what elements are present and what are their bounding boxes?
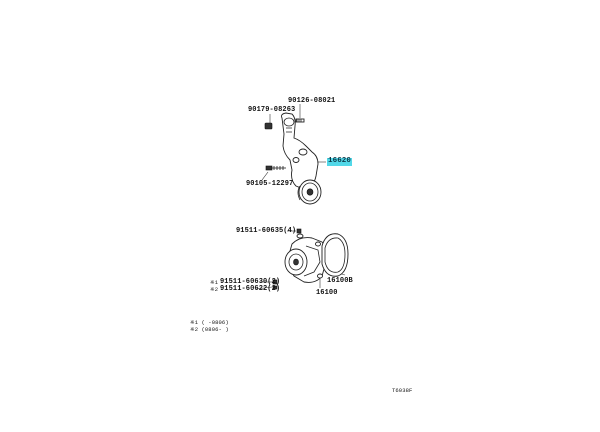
callout-16620-highlighted: 16620 bbox=[327, 157, 353, 166]
callout-16100: 16100 bbox=[316, 289, 338, 297]
stud-bolt-upper bbox=[295, 118, 305, 123]
tensioner-bracket bbox=[281, 112, 319, 191]
callout-91511-60622: 91511-60622(2) bbox=[220, 285, 281, 293]
leader-90105 bbox=[261, 171, 269, 181]
note-2: ※2 (0806- ) bbox=[190, 326, 229, 333]
callout-16100b: 16100B bbox=[327, 277, 353, 285]
callout-90126-08021: 90126-08021 bbox=[288, 97, 336, 105]
note-1: ※1 ( -0806) bbox=[190, 319, 229, 326]
figure-code: T6038F bbox=[392, 387, 413, 394]
bolts-91511 bbox=[272, 228, 302, 290]
bolt-lower bbox=[265, 165, 286, 171]
ref-mark-2: ※2 bbox=[210, 286, 219, 293]
callout-91511-60630: 91511-60630(2) bbox=[220, 278, 281, 286]
callout-91511-60635: 91511-60635(4) bbox=[236, 227, 297, 235]
leader-91511-c bbox=[255, 286, 273, 290]
water-pump bbox=[284, 233, 327, 283]
tensioner-pulley bbox=[297, 179, 322, 205]
callout-90105-12297: 90105-12297 bbox=[246, 180, 294, 188]
ref-mark-1: ※1 bbox=[210, 279, 219, 286]
nut-upper-left bbox=[264, 122, 273, 130]
callout-90179-08263: 90179-08263 bbox=[248, 106, 296, 114]
water-pump-gasket bbox=[321, 233, 349, 277]
